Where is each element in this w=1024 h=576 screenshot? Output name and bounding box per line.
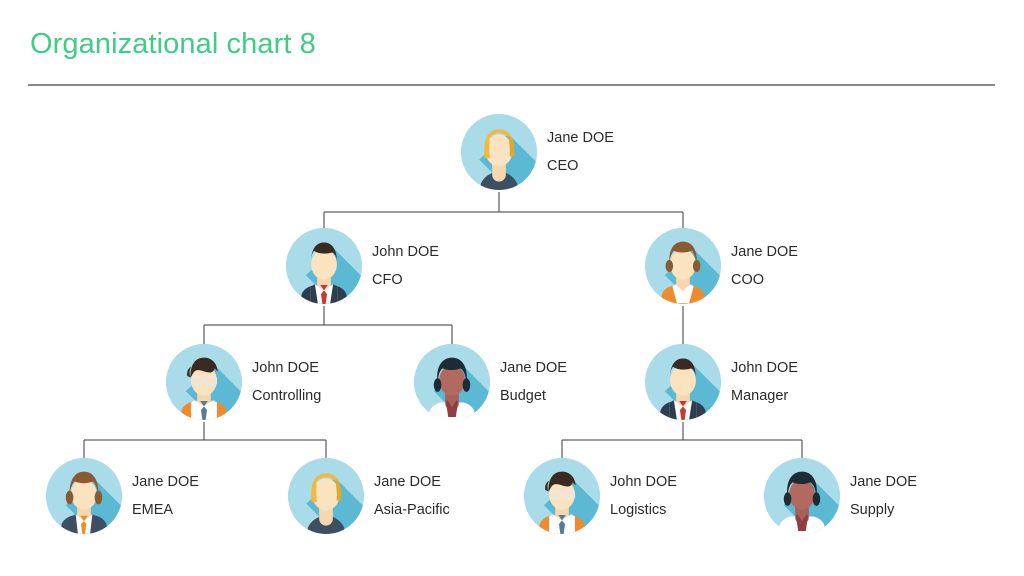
node-role: Controlling	[252, 387, 322, 404]
node-name: Jane DOE	[374, 474, 441, 490]
node-label-group: Jane DOE EMEA	[132, 475, 199, 517]
org-node-budget[interactable]: Jane DOE Budget	[414, 344, 567, 420]
avatar-glasses-man-orange-icon	[524, 458, 600, 534]
node-label-group: Jane DOE Supply	[850, 475, 917, 517]
node-name: John DOE	[252, 360, 319, 376]
node-label-group: Jane DOE CEO	[547, 131, 614, 173]
node-name: Jane DOE	[547, 130, 614, 146]
node-role: EMEA	[132, 501, 174, 518]
node-role: Budget	[500, 387, 546, 404]
node-label-group: John DOE Logistics	[610, 475, 677, 517]
org-node-ceo[interactable]: Jane DOE CEO	[461, 114, 614, 190]
node-name: John DOE	[372, 244, 439, 260]
avatar-suit-man-red-tie-icon	[645, 344, 721, 420]
node-role: CFO	[372, 271, 403, 288]
node-role: Logistics	[610, 501, 667, 518]
title-divider	[28, 84, 995, 86]
node-name: Jane DOE	[731, 244, 798, 260]
node-name: Jane DOE	[850, 474, 917, 490]
node-name: John DOE	[731, 360, 798, 376]
node-role: COO	[731, 271, 765, 288]
node-role: Manager	[731, 387, 789, 404]
org-node-cfo[interactable]: John DOE CFO	[286, 228, 439, 304]
org-node-manager[interactable]: John DOE Manager	[645, 344, 798, 420]
avatar-blonde-woman-navy-icon	[461, 114, 537, 190]
node-name: Jane DOE	[500, 360, 567, 376]
page-title: Organizational chart 8	[30, 28, 316, 60]
org-node-coo[interactable]: Jane DOE COO	[645, 228, 798, 304]
avatar-orange-woman-icon	[645, 228, 721, 304]
node-label-group: Jane DOE Budget	[500, 361, 567, 403]
org-node-controlling[interactable]: John DOE Controlling	[166, 344, 321, 420]
node-label-group: Jane DOE COO	[731, 245, 798, 287]
avatar-dark-woman-white-icon	[764, 458, 840, 534]
node-name: John DOE	[610, 474, 677, 490]
avatar-dark-woman-white-icon	[414, 344, 490, 420]
avatar-glasses-man-orange-icon	[166, 344, 242, 420]
org-node-logistics[interactable]: John DOE Logistics	[524, 458, 677, 534]
node-label-group: John DOE Manager	[731, 361, 798, 403]
node-label-group: John DOE CFO	[372, 245, 439, 287]
org-node-emea[interactable]: Jane DOE EMEA	[46, 458, 199, 534]
node-role: CEO	[547, 157, 579, 174]
node-name: Jane DOE	[132, 474, 199, 490]
avatar-brown-woman-blazer-icon	[46, 458, 122, 534]
org-node-asia-pacific[interactable]: Jane DOE Asia-Pacific	[288, 458, 450, 534]
node-label-group: Jane DOE Asia-Pacific	[374, 475, 450, 517]
avatar-blonde-woman-navy-icon	[288, 458, 364, 534]
org-node-supply[interactable]: Jane DOE Supply	[764, 458, 917, 534]
node-label-group: John DOE Controlling	[252, 361, 321, 403]
node-role: Supply	[850, 501, 895, 518]
node-role: Asia-Pacific	[374, 501, 450, 518]
avatar-suit-man-red-tie-icon	[286, 228, 362, 304]
